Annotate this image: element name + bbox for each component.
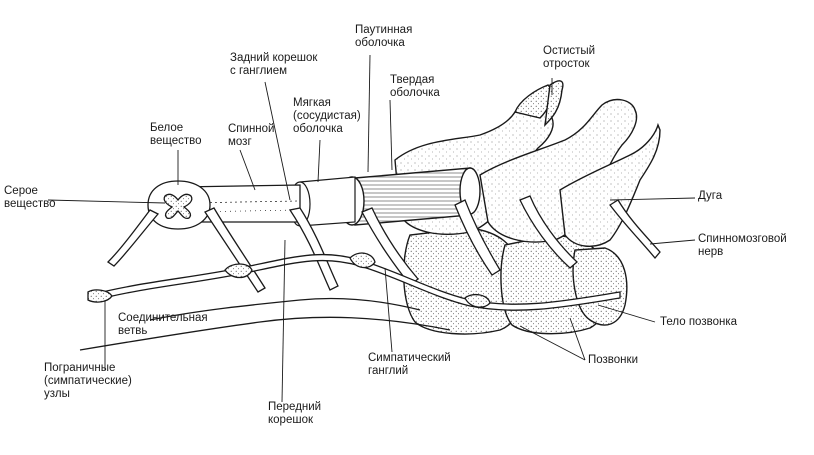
sympathetic-ganglion-1 <box>224 263 253 279</box>
label-sympathetic-ganglion: Симпатический ганглий <box>368 352 451 377</box>
spinal-cord <box>147 180 301 230</box>
vertebral-arches <box>394 80 661 247</box>
label-vertebral-body: Тело позвонка <box>660 316 737 328</box>
sympathetic-ganglion-3 <box>464 293 491 308</box>
label-spinal-cord: Спинной мозг <box>228 123 275 148</box>
label-dura-mater: Твердая оболочка <box>390 74 440 99</box>
nerve-root-1 <box>288 207 339 291</box>
label-border-nodes: Пограничные (симпатические) узлы <box>44 362 132 400</box>
label-communicating-branch: Соединительная ветвь <box>118 312 208 337</box>
sympathetic-ganglion-2 <box>349 252 376 269</box>
label-vertebrae: Позвонки <box>588 354 638 366</box>
vertebra-arch-3 <box>559 122 661 247</box>
border-node-1 <box>87 289 113 303</box>
nerve-roots <box>106 195 661 293</box>
label-posterior-root: Задний корешок с ганглием <box>230 52 318 77</box>
nerve-root-2 <box>361 207 419 286</box>
dura-mater <box>339 167 481 226</box>
nerve-root-5 <box>609 199 661 260</box>
label-spinal-nerve: Спинномозговой нерв <box>698 233 787 258</box>
nerve-root-3 <box>454 199 501 276</box>
gray-matter-butterfly <box>163 193 193 220</box>
label-pia-mater: Мягкая (сосудистая) оболочка <box>293 97 361 135</box>
label-gray-matter: Серое вещество <box>4 185 56 210</box>
label-arachnoid: Паутинная оболочка <box>355 24 413 49</box>
label-arch: Дуга <box>698 190 723 202</box>
nerve-root-4 <box>519 195 578 269</box>
leader-lines <box>47 54 696 403</box>
communicating-branch <box>149 297 421 321</box>
label-white-matter: Белое вещество <box>150 122 202 147</box>
label-anterior-root: Передний корешок <box>268 401 322 426</box>
nerve-root-left <box>106 209 160 267</box>
spinous-process-2 <box>544 80 564 127</box>
vertebral-body-3 <box>572 247 628 326</box>
sympathetic-trunk <box>79 252 621 351</box>
label-spinous-process: Остистый отросток <box>543 45 596 70</box>
ventral-ramus-front <box>79 316 451 351</box>
